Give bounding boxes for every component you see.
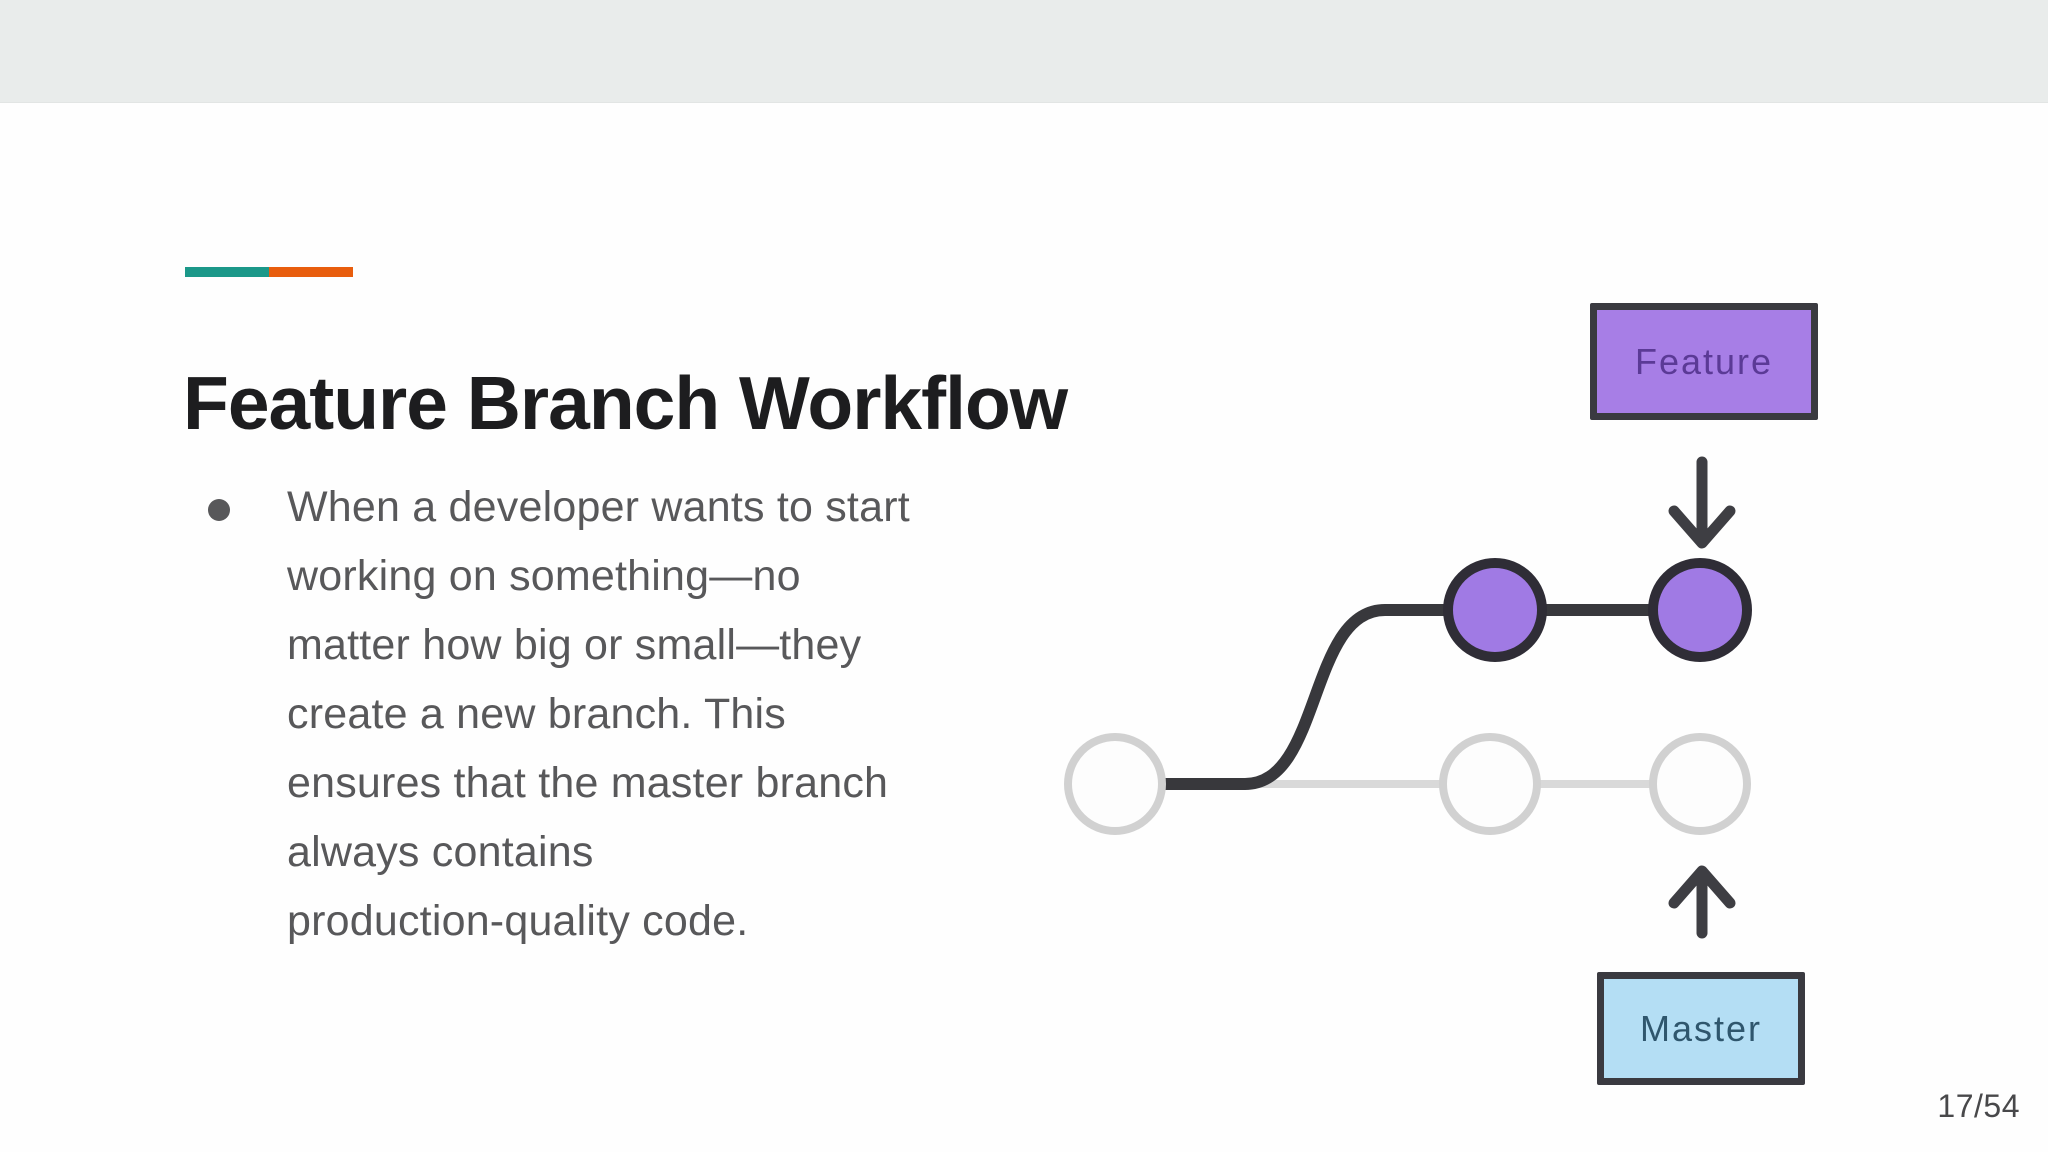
accent-teal-segment xyxy=(185,267,269,277)
feature-branch-label-box: Feature xyxy=(1590,303,1818,420)
bullet-line: create a new branch. This xyxy=(287,690,786,738)
slide-page-number: 17/54 xyxy=(1937,1088,2020,1124)
top-chrome-bar xyxy=(0,0,2048,103)
title-accent-bar xyxy=(185,267,353,277)
bullet-line: working on something—no xyxy=(287,552,801,600)
feature-box-label: Feature xyxy=(1634,340,1774,382)
bullet-line: always contains xyxy=(287,828,594,876)
accent-orange-segment xyxy=(269,267,353,277)
master-box-label: Master xyxy=(1639,1007,1763,1049)
bullet-line: production-quality code. xyxy=(287,897,749,945)
bullet-marker xyxy=(208,499,230,521)
slide-title: Feature Branch Workflow xyxy=(183,361,1068,446)
bullet-line: ensures that the master branch xyxy=(287,759,889,807)
bullet-line: matter how big or small—they xyxy=(287,621,862,669)
bullet-line: When a developer wants to start xyxy=(287,483,910,531)
master-branch-label-box: Master xyxy=(1597,972,1805,1085)
bullet-paragraph: When a developer wants to start working … xyxy=(287,473,1047,956)
